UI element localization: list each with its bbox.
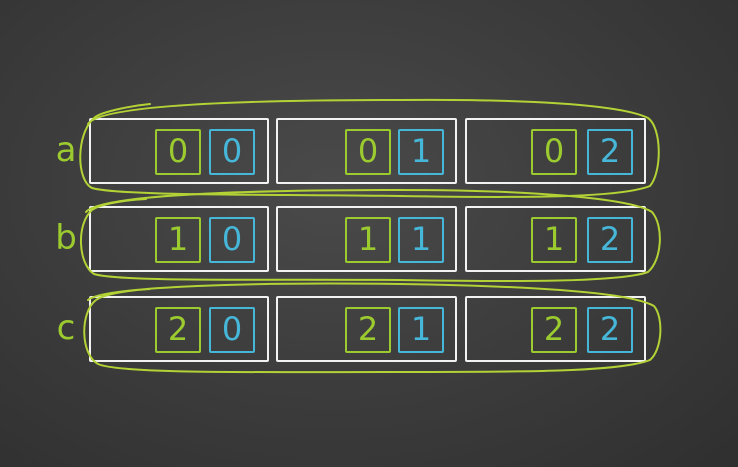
- array-cell: 1 0: [89, 206, 269, 272]
- row-index-box: 0: [345, 129, 391, 175]
- col-index-box: 0: [209, 129, 255, 175]
- row-index-box: 2: [345, 307, 391, 353]
- row-label: b: [55, 218, 77, 258]
- array-cell: 1 2: [465, 206, 646, 272]
- array-cell: 1 1: [276, 206, 457, 272]
- array-cell: 2 2: [465, 296, 646, 362]
- array-cell: 2 1: [276, 296, 457, 362]
- array-row-b: b 1 0 1 1 1 2: [0, 206, 738, 276]
- col-index-box: 2: [587, 129, 633, 175]
- array-cell: 0 2: [465, 118, 646, 184]
- row-index-box: 1: [531, 217, 577, 263]
- array-cell: 0 0: [89, 118, 269, 184]
- array-cell: 0 1: [276, 118, 457, 184]
- row-index-box: 1: [155, 217, 201, 263]
- col-index-box: 0: [209, 217, 255, 263]
- row-label: a: [55, 130, 77, 170]
- array-row-c: c 2 0 2 1 2 2: [0, 296, 738, 366]
- row-index-box: 0: [531, 129, 577, 175]
- array-cell: 2 0: [89, 296, 269, 362]
- row-index-box: 0: [155, 129, 201, 175]
- row-index-box: 2: [531, 307, 577, 353]
- array-row-a: a 0 0 0 1 0 2: [0, 118, 738, 188]
- col-index-box: 2: [587, 217, 633, 263]
- row-index-box: 2: [155, 307, 201, 353]
- col-index-box: 1: [398, 307, 444, 353]
- col-index-box: 1: [398, 217, 444, 263]
- col-index-box: 2: [587, 307, 633, 353]
- row-index-box: 1: [345, 217, 391, 263]
- col-index-box: 0: [209, 307, 255, 353]
- row-label: c: [56, 308, 76, 348]
- col-index-box: 1: [398, 129, 444, 175]
